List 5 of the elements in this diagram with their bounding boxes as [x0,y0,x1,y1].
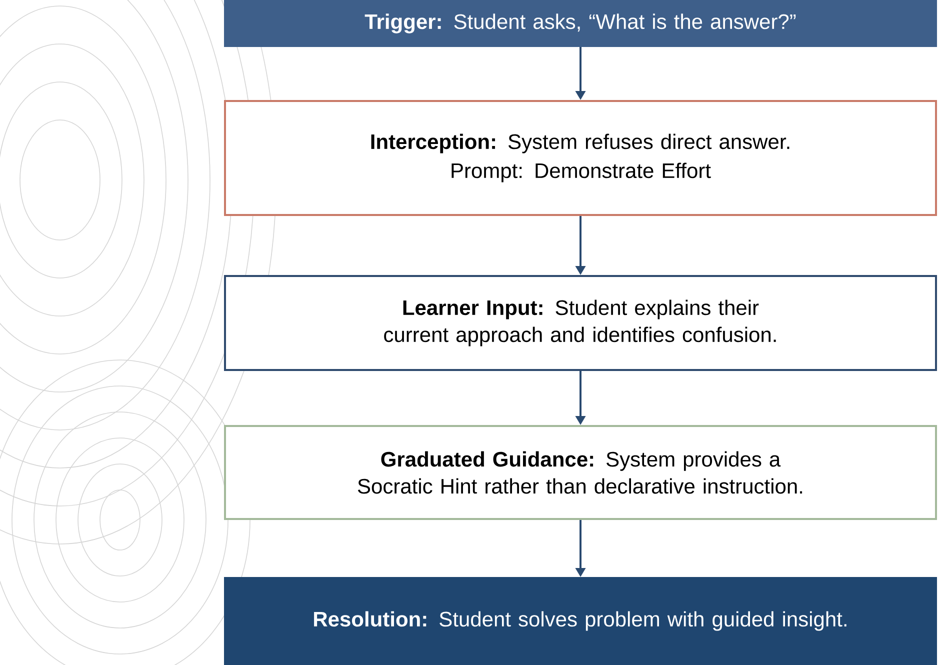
step-box: Resolution: Student solves problem with guided insight. [224,577,937,665]
step-box: Learner Input: Student explains their current approach and identifies confusion. [224,275,937,371]
step-box: Trigger: Student asks, “What is the answer?” [224,0,937,47]
step-box: Interception: System refuses direct answer. Prompt: Demonstrate Effort [224,100,937,216]
step-box: Graduated Guidance: System provides a Socratic Hint rather than declarative instruction. [224,425,937,520]
